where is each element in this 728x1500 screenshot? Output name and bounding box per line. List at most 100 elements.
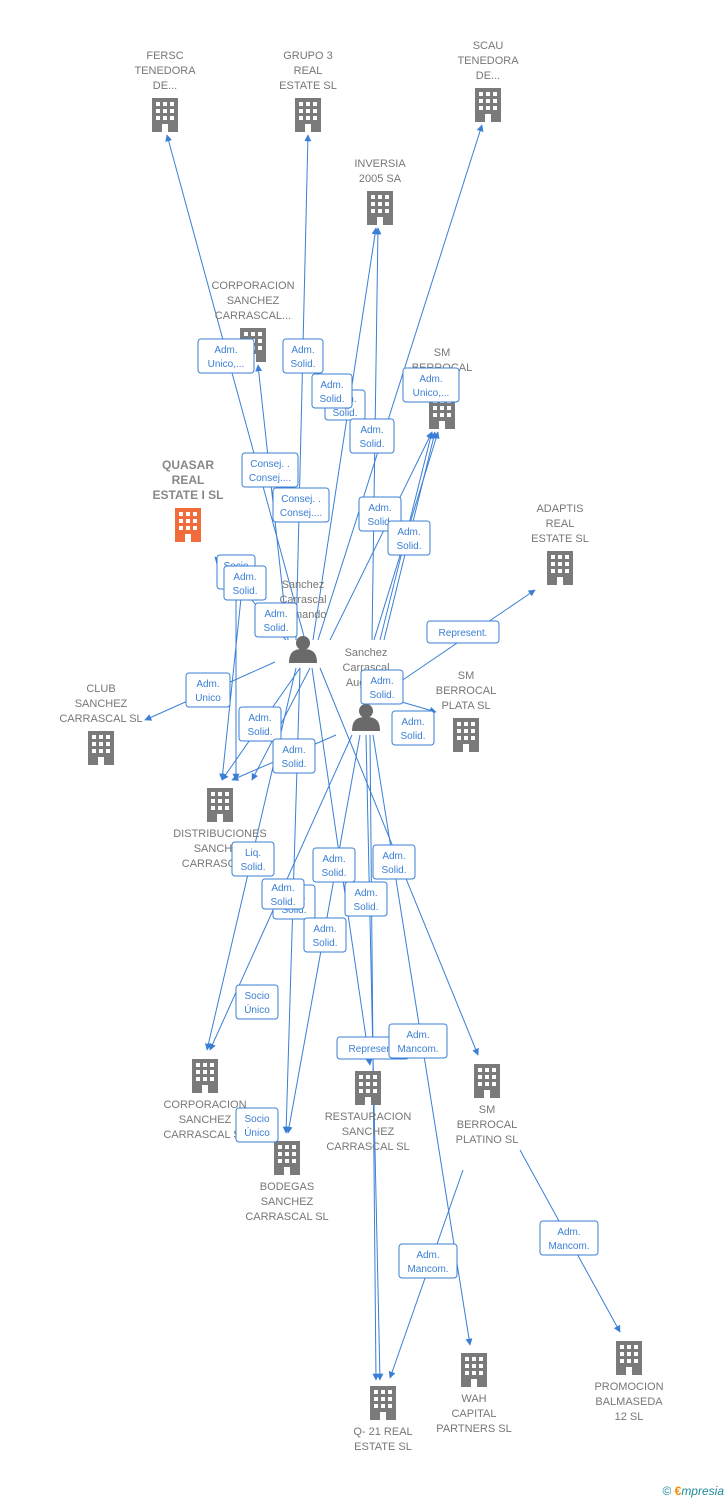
edge-label[interactable]: Adm.Mancom. <box>539 1220 599 1256</box>
edge-label[interactable]: Adm.Solid. <box>272 738 316 774</box>
building-icon[interactable] <box>367 191 393 225</box>
building-icon[interactable] <box>192 1059 218 1093</box>
edge-label-box[interactable] <box>391 710 435 746</box>
node-corp_top[interactable]: CORPORACIONSANCHEZCARRASCAL... <box>211 280 295 362</box>
edge-label-box[interactable] <box>372 844 416 880</box>
edge-label-text: Solid. <box>367 517 392 528</box>
building-icon[interactable] <box>453 718 479 752</box>
edge-label-box[interactable] <box>311 373 353 409</box>
edge-label[interactable]: Adm.Solid. <box>303 917 347 953</box>
building-icon[interactable] <box>207 788 233 822</box>
edge-label[interactable]: Represent. <box>426 620 500 644</box>
edge-label-box[interactable] <box>426 620 500 644</box>
building-icon[interactable] <box>355 1071 381 1105</box>
building-icon[interactable] <box>152 98 178 132</box>
edge-label-box[interactable] <box>272 487 330 523</box>
edge-labels-layer: Adm.Unico,...Adm.Solid.Adm.Solid.Adm.Sol… <box>185 338 599 1279</box>
edge-label[interactable]: Adm.Solid. <box>261 878 305 910</box>
node-label-line: SANCHEZ <box>75 698 128 710</box>
edge-label[interactable]: Adm.Solid. <box>312 847 356 883</box>
building-icon[interactable] <box>295 98 321 132</box>
building-icon[interactable] <box>461 1353 487 1387</box>
building-icon[interactable] <box>370 1386 396 1420</box>
person-icon[interactable] <box>289 636 317 663</box>
edge-label[interactable]: Adm.Solid. <box>311 373 353 409</box>
building-icon[interactable] <box>175 508 201 542</box>
edge-label-text: Adm. <box>370 676 393 687</box>
edge-label-box[interactable] <box>344 881 388 917</box>
edge-label[interactable]: Adm.Unico <box>185 672 231 708</box>
edge-label-box[interactable] <box>388 1023 448 1059</box>
edge-label-box[interactable] <box>387 520 431 556</box>
edge-label-box[interactable] <box>238 706 282 742</box>
edge-label-box[interactable] <box>312 847 356 883</box>
node-label-line: Sanchez <box>345 647 388 659</box>
edge-label[interactable]: Adm.Unico,... <box>197 338 255 374</box>
edge-label-box[interactable] <box>254 602 298 638</box>
node-fersc[interactable]: FERSCTENEDORADE... <box>134 50 196 132</box>
edge-label[interactable]: Liq.Solid. <box>231 841 275 877</box>
node-label-line: CARRASCAL... <box>215 310 291 322</box>
person-icon[interactable] <box>352 704 380 731</box>
node-label-line: PARTNERS SL <box>436 1423 511 1435</box>
building-icon[interactable] <box>616 1341 642 1375</box>
edge-label-box[interactable] <box>197 338 255 374</box>
edge-label-box[interactable] <box>303 917 347 953</box>
edge-label-box[interactable] <box>231 841 275 877</box>
edge-label[interactable]: Adm.Unico,... <box>402 367 460 403</box>
edge-label-text: Adm. <box>401 717 424 728</box>
edge-label-box[interactable] <box>539 1220 599 1256</box>
edge-label[interactable]: Adm.Solid. <box>360 669 404 705</box>
edge-label[interactable]: Adm.Solid. <box>254 602 298 638</box>
edge-label[interactable]: Adm.Solid. <box>391 710 435 746</box>
edge-label[interactable]: Adm.Solid. <box>223 565 267 601</box>
edge-label-box[interactable] <box>398 1243 458 1279</box>
edge-label[interactable]: Adm.Solid. <box>387 520 431 556</box>
node-label-line: SANCHEZ <box>342 1126 395 1138</box>
edge-label[interactable]: Adm.Mancom. <box>388 1023 448 1059</box>
edge-label-box[interactable] <box>223 565 267 601</box>
edge-label[interactable]: Consej. .Consej.... <box>272 487 330 523</box>
edge-label-box[interactable] <box>261 878 305 910</box>
building-icon[interactable] <box>547 551 573 585</box>
edge-label[interactable]: Adm.Solid. <box>238 706 282 742</box>
edge-label-box[interactable] <box>185 672 231 708</box>
edge-label[interactable]: Adm.Mancom. <box>398 1243 458 1279</box>
building-icon[interactable] <box>274 1141 300 1175</box>
edge-label-box[interactable] <box>402 367 460 403</box>
edge-label[interactable]: Consej. .Consej.... <box>241 452 299 488</box>
building-icon[interactable] <box>88 731 114 765</box>
building-icon[interactable] <box>475 88 501 122</box>
node-scau[interactable]: SCAUTENEDORADE... <box>457 40 519 122</box>
edge-label-box[interactable] <box>349 418 395 454</box>
edge-label[interactable]: Adm.Solid. <box>349 418 395 454</box>
edge-label-box[interactable] <box>282 338 324 374</box>
edge-label[interactable]: Adm.Solid. <box>282 338 324 374</box>
node-label-line: FERSC <box>146 50 183 62</box>
edge-label-box[interactable] <box>235 1107 279 1143</box>
edge-label-box[interactable] <box>241 452 299 488</box>
edge-label-text: Adm. <box>557 1227 580 1238</box>
edge-label[interactable]: Adm.Solid. <box>372 844 416 880</box>
building-icon[interactable] <box>474 1064 500 1098</box>
edge-label[interactable]: Adm.Solid. <box>344 881 388 917</box>
edge-label-box[interactable] <box>272 738 316 774</box>
edge-label-box[interactable] <box>360 669 404 705</box>
edge-label-box[interactable] <box>235 984 279 1020</box>
